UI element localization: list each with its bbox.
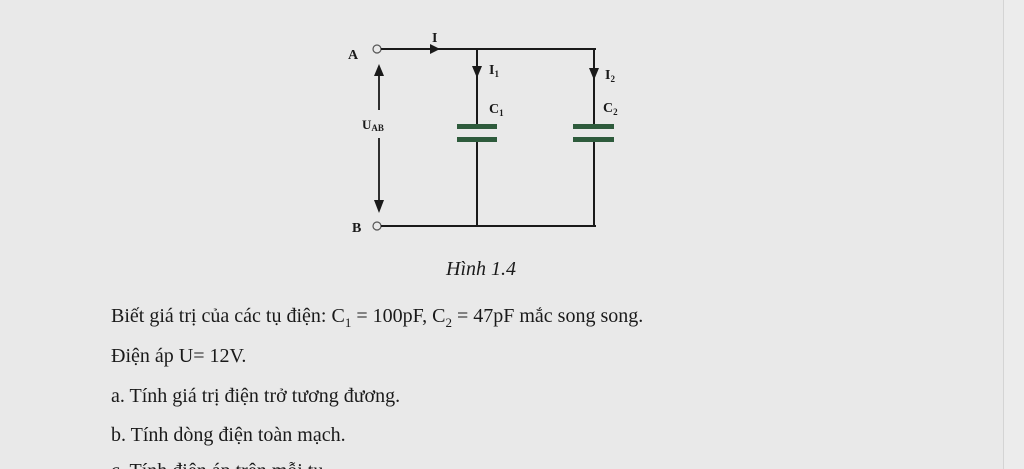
problem-voltage: Điện áp U= 12V. — [111, 345, 247, 367]
terminal-a — [372, 44, 382, 54]
current-arrow-total — [430, 44, 440, 54]
current-1-label: I1 — [489, 63, 499, 79]
capacitor-2-label: C2 — [603, 101, 618, 117]
question-b: b. Tính dòng điện toàn mạch. — [111, 424, 346, 446]
node-b-label: B — [352, 221, 361, 236]
figure-caption: Hình 1.4 — [446, 258, 516, 280]
current-arrow-2 — [589, 68, 599, 80]
capacitor-1-plate-bottom — [457, 137, 497, 142]
voltage-arrow-up-head — [374, 64, 384, 76]
capacitor-1-plate-top — [457, 124, 497, 129]
capacitor-2-plate-top — [573, 124, 614, 129]
current-arrow-1 — [472, 66, 482, 78]
circuit-figure: A B I I1 C1 I2 C2 — [340, 24, 640, 246]
voltage-arrow-down-head — [374, 200, 384, 213]
question-a: a. Tính giá trị điện trở tương đương. — [111, 385, 401, 407]
node-a-label: A — [348, 48, 359, 63]
voltage-label: UAB — [362, 117, 384, 133]
question-c: c. Tính điện áp trên mỗi tụ. — [111, 460, 328, 469]
circuit-diagram: A B I I1 C1 I2 C2 — [348, 31, 618, 236]
capacitor-2-plate-bottom — [573, 137, 614, 142]
capacitor-1-label: C1 — [489, 102, 504, 118]
current-total-label: I — [432, 31, 437, 46]
page-edge — [1003, 0, 1024, 469]
current-2-label: I2 — [605, 68, 615, 84]
terminal-b — [372, 221, 382, 231]
problem-given-values: Biết giá trị của các tụ điện: C1 = 100pF… — [111, 305, 644, 330]
